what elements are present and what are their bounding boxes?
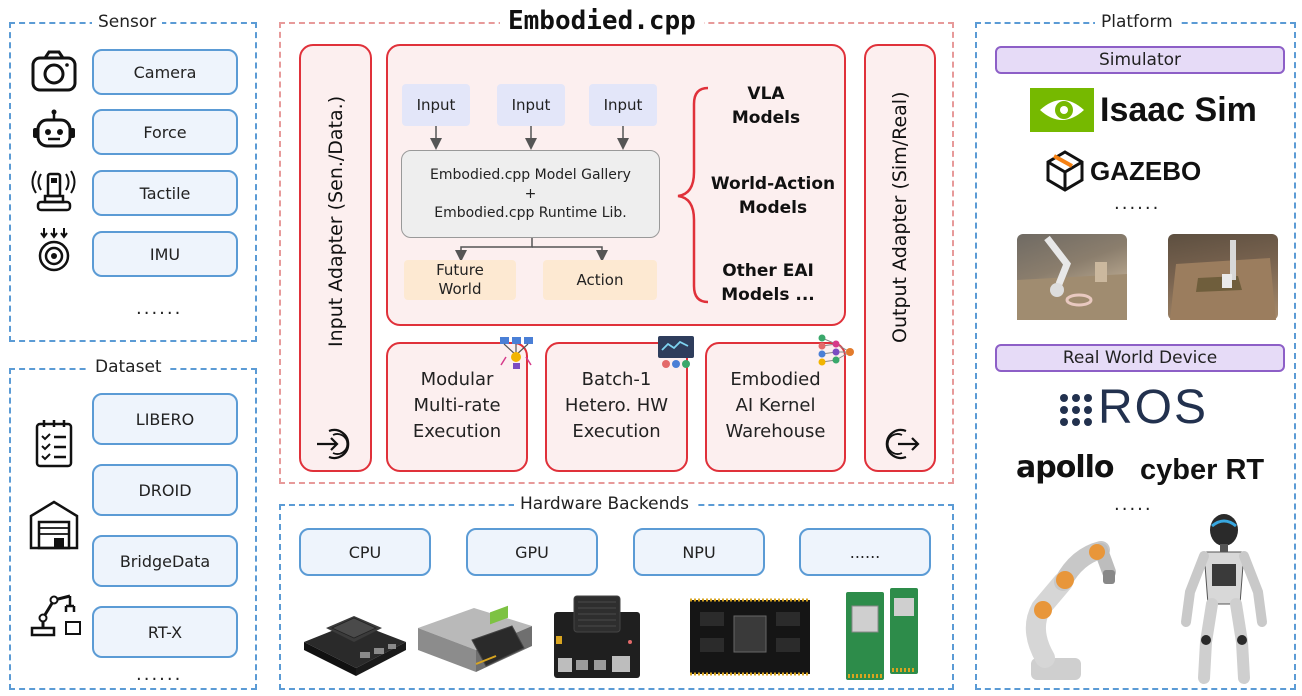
- feature-kernel-l1: Embodied: [730, 369, 821, 390]
- cyber-rt-text: cyber RT: [1140, 454, 1265, 486]
- robot-arm-photo: [1005, 512, 1123, 688]
- vla-models-label: VLA Models: [731, 84, 801, 128]
- input-box-2[interactable]: Input: [497, 84, 565, 126]
- future-world-box[interactable]: Future World: [404, 260, 516, 300]
- other-eai-models-label: Other EAI Models ...: [721, 261, 815, 305]
- world-action-models-label: World-Action Models: [710, 174, 836, 218]
- dataset-libero[interactable]: LIBERO: [92, 393, 238, 445]
- feature-modular-l1: Modular: [420, 369, 494, 390]
- sensor-tactile[interactable]: Tactile: [92, 170, 238, 216]
- warehouse-icon: [28, 498, 80, 554]
- hw-cpu[interactable]: CPU: [299, 528, 431, 576]
- jetson-board-image: [298, 590, 410, 686]
- dataset-rtx[interactable]: RT-X: [92, 606, 238, 658]
- neural-network-icon: [816, 332, 858, 376]
- model-gallery-runtime[interactable]: Embodied.cpp Model Gallery + Embodied.cp…: [401, 150, 660, 238]
- sensor-camera[interactable]: Camera: [92, 49, 238, 95]
- input-adapter-icon: [315, 425, 355, 467]
- nvidia-eye-icon: [1030, 88, 1094, 136]
- flow-arrows: [430, 86, 709, 304]
- output-adapter-icon: [880, 425, 922, 467]
- input-adapter[interactable]: [299, 44, 372, 472]
- gazebo-text: GAZEBO: [1090, 156, 1202, 186]
- dataset-bridgedata[interactable]: BridgeData: [92, 535, 238, 587]
- gpu-module-image: [414, 592, 536, 684]
- modular-network-icon: [498, 335, 536, 375]
- robot-head-icon: [32, 108, 76, 158]
- npu-board-image: [550, 590, 644, 686]
- gallery-plus: +: [524, 185, 537, 202]
- feature-batch-l3: Execution: [572, 421, 661, 442]
- feature-modular-l2: Multi-rate: [413, 395, 501, 416]
- action-box[interactable]: Action: [543, 260, 657, 300]
- platform-title: Platform: [1095, 12, 1179, 32]
- hw-npu[interactable]: NPU: [633, 528, 765, 576]
- hailo-m2-image: [842, 586, 922, 686]
- gallery-line-1: Embodied.cpp Model Gallery: [430, 166, 631, 183]
- humanoid-robot-photo: [1168, 512, 1278, 690]
- hw-gpu[interactable]: GPU: [466, 528, 598, 576]
- output-adapter-label: Output Adapter (Sim/Real): [889, 91, 911, 344]
- clipboard-checklist-icon: [34, 418, 74, 472]
- input-adapter-label: Input Adapter (Sen./Data.): [325, 95, 347, 347]
- hw-more[interactable]: ......: [799, 528, 931, 576]
- hardware-title: Hardware Backends: [514, 494, 696, 514]
- dataset-title: Dataset: [89, 357, 168, 377]
- monitor-team-icon: [656, 334, 696, 376]
- input-box-1[interactable]: Input: [402, 84, 470, 126]
- robot-arm-icon: [28, 588, 84, 642]
- feature-batch-l2: Hetero. HW: [564, 395, 669, 416]
- sensor-imu[interactable]: IMU: [92, 231, 238, 277]
- sim-scene-photo-2: [1168, 234, 1278, 320]
- sensor-more: ......: [136, 298, 183, 319]
- tactile-sensor-icon: [28, 166, 78, 222]
- feature-modular-l3: Execution: [412, 421, 502, 442]
- simulator-bar[interactable]: Simulator: [995, 46, 1285, 74]
- feature-batch-text: Batch-1 Hetero. HW Execution: [545, 367, 688, 445]
- dataset-more: ......: [136, 664, 183, 685]
- input-box-3[interactable]: Input: [589, 84, 657, 126]
- som-board-image: [688, 598, 812, 680]
- main-title: Embodied.cpp: [500, 6, 704, 36]
- dataset-droid[interactable]: DROID: [92, 464, 238, 516]
- gazebo-logo-icon: [1046, 150, 1084, 196]
- sim-scene-photo-1: [1017, 234, 1127, 320]
- simulator-more: ......: [1114, 193, 1161, 214]
- sensor-title: Sensor: [92, 12, 163, 32]
- real-world-device-bar[interactable]: Real World Device: [995, 344, 1285, 372]
- ros-dots-icon: [1058, 392, 1098, 432]
- ros-text: ROS: [1098, 381, 1209, 434]
- feature-modular-text: Modular Multi-rate Execution: [386, 367, 528, 445]
- camera-icon: [30, 48, 78, 98]
- feature-modular-box[interactable]: [386, 342, 528, 472]
- feature-kernel-text: Embodied AI Kernel Warehouse: [705, 367, 846, 445]
- real-device-more: .....: [1114, 494, 1153, 515]
- feature-kernel-l3: Warehouse: [725, 421, 826, 442]
- apollo-text: apollo: [1016, 450, 1115, 485]
- imu-icon: [32, 226, 76, 278]
- feature-kernel-l2: AI Kernel: [735, 395, 816, 416]
- feature-batch-l1: Batch-1: [581, 369, 652, 390]
- isaac-sim-text: Isaac Sim: [1100, 91, 1257, 129]
- gallery-line-2: Embodied.cpp Runtime Lib.: [434, 204, 627, 221]
- sensor-force[interactable]: Force: [92, 109, 238, 155]
- output-adapter[interactable]: [864, 44, 936, 472]
